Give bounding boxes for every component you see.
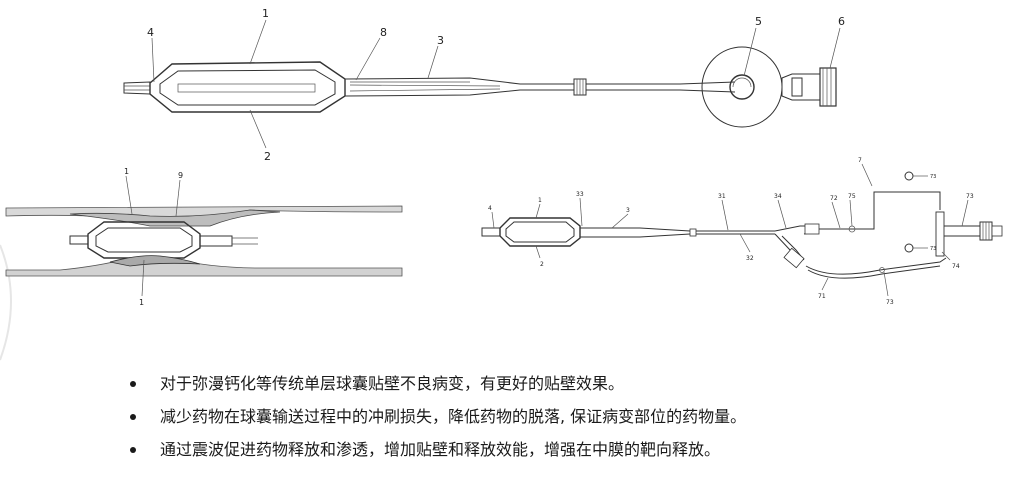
schematic-label-2: 2 — [540, 261, 544, 268]
benefit-text: 减少药物在球囊输送过程中的冲刷损失，降低药物的脱落, 保证病变部位的药物量。 — [160, 407, 747, 426]
manifold — [935, 211, 945, 257]
benefit-list: 对于弥漫钙化等传统单层球囊贴壁不良病变，有更好的贴壁效果。 减少药物在球囊输送过… — [126, 372, 746, 471]
label-6: 6 — [838, 15, 845, 28]
schematic-balloon — [499, 217, 581, 247]
label-2: 2 — [264, 150, 271, 163]
vessel-label-9: 9 — [178, 171, 183, 180]
gauge-upper-label: 73 — [930, 174, 936, 180]
label-8: 8 — [380, 26, 387, 39]
schematic-label-32: 32 — [746, 255, 754, 262]
benefit-text: 对于弥漫钙化等传统单层球囊贴壁不良病变，有更好的贴壁效果。 — [160, 374, 625, 393]
inner-balloon — [159, 69, 336, 106]
vessel-section-figure: 1 9 1 — [5, 167, 403, 307]
schematic-label-73: 73 — [966, 193, 974, 200]
label-1: 1 — [262, 7, 269, 20]
catheter-tip — [123, 81, 151, 95]
schematic-label-73-bottom: 73 — [886, 299, 894, 306]
gauge-upper — [904, 171, 914, 181]
benefit-text: 通过震波促进药物释放和渗透，增加贴壁和释放效能，增强在中膜的靶向释放。 — [160, 440, 721, 459]
schematic-label-74: 74 — [952, 263, 960, 270]
benefit-item: 通过震波促进药物释放和渗透，增加贴壁和释放效能，增强在中膜的靶向释放。 — [126, 438, 746, 471]
schematic-label-3: 3 — [626, 207, 630, 214]
tube-71 — [805, 257, 947, 275]
label-5: 5 — [755, 15, 762, 28]
schematic-label-31: 31 — [718, 193, 726, 200]
system-schematic-figure: 1 2 3 4 31 32 33 34 72 73 74 75 7 71 73 … — [481, 157, 1003, 306]
top-catheter-figure: 1 2 3 4 5 6 8 — [123, 7, 845, 163]
lower-vessel-wall — [5, 255, 403, 277]
label-4: 4 — [147, 26, 154, 39]
vessel-label-1-top: 1 — [124, 167, 129, 176]
handle-circle — [701, 46, 783, 128]
label-3: 3 — [437, 34, 444, 47]
vessel-label-1-bottom: 1 — [139, 298, 144, 307]
bullet-dot-icon — [130, 414, 136, 420]
schematic-label-7: 7 — [858, 157, 862, 164]
schematic-label-1: 1 — [538, 197, 542, 204]
upper-plaque — [69, 209, 281, 227]
lower-plaque — [109, 255, 201, 267]
luer-end — [819, 67, 837, 107]
bullet-dot-icon — [130, 381, 136, 387]
vessel-balloon — [87, 221, 201, 259]
gauge-lower — [904, 243, 914, 253]
schematic-label-34: 34 — [774, 193, 782, 200]
benefit-item: 对于弥漫钙化等传统单层球囊贴壁不良病变，有更好的贴壁效果。 — [126, 372, 746, 405]
schematic-label-4: 4 — [488, 205, 492, 212]
schematic-label-33: 33 — [576, 191, 584, 198]
schematic-label-75: 75 — [848, 193, 856, 200]
gauge-lower-label: 73 — [930, 246, 936, 252]
background-arc — [0, 244, 12, 361]
hub-connector-b — [783, 247, 805, 269]
hub-connector-a — [804, 223, 820, 235]
schematic-label-72: 72 — [830, 195, 838, 202]
bullet-dot-icon — [130, 447, 136, 453]
schematic-label-71: 71 — [818, 293, 826, 300]
benefit-item: 减少药物在球囊输送过程中的冲刷损失，降低药物的脱落, 保证病变部位的药物量。 — [126, 405, 746, 438]
